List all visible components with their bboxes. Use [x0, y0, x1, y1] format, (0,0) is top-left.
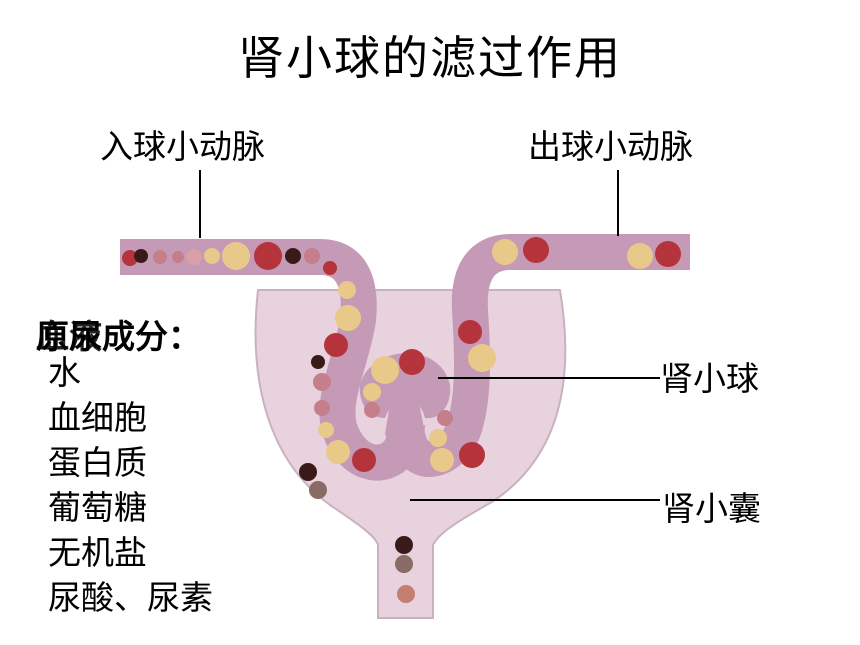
blood-cell: [335, 305, 361, 331]
blood-cell: [352, 448, 376, 472]
blood-cell: [318, 422, 334, 438]
blood-cell: [326, 440, 350, 464]
blood-cell: [338, 281, 356, 299]
filtrate-particle: [395, 536, 413, 554]
blood-cell: [122, 250, 138, 266]
blood-cell: [134, 249, 148, 263]
component-item: 蛋白质: [48, 443, 147, 482]
blood-cell: [186, 249, 202, 265]
page-title: 肾小球的滤过作用: [238, 31, 622, 85]
blood-cell: [458, 320, 482, 344]
blood-cell: [459, 442, 485, 468]
filtrate-particle: [397, 585, 415, 603]
filtrate-particles: [299, 463, 415, 603]
blood-cell: [204, 248, 220, 264]
afferent-blood-cells: [122, 242, 376, 472]
component-item: 无机盐: [48, 533, 147, 572]
blood-cell: [399, 349, 425, 375]
blood-cell: [364, 402, 380, 418]
efferent-arteriole-label: 出球小动脉: [528, 127, 693, 166]
blood-cell: [523, 237, 549, 263]
blood-cell: [371, 356, 399, 384]
blood-cell: [254, 242, 282, 270]
blood-cell: [222, 242, 250, 270]
blood-cell: [492, 239, 518, 265]
blood-cell: [655, 241, 681, 267]
blood-cell: [627, 243, 653, 269]
efferent-blood-cells: [429, 237, 681, 472]
blood-cell: [468, 344, 496, 372]
blood-cell: [304, 248, 320, 264]
blood-cell: [311, 355, 325, 369]
blood-cell: [153, 250, 167, 264]
glomerulus-blood-cells: [363, 349, 425, 418]
afferent-arteriole-label: 入球小动脉: [100, 127, 265, 166]
components-title-overlap: 血液: [36, 317, 102, 356]
filtrate-particle: [309, 481, 327, 499]
glomerulus-label: 肾小球: [660, 359, 759, 398]
component-item: 葡萄糖: [48, 488, 147, 527]
blood-cell: [429, 429, 447, 447]
blood-cell: [285, 248, 301, 264]
component-item: 血细胞: [48, 398, 147, 437]
blood-cell: [363, 383, 381, 401]
blood-cell: [172, 251, 184, 263]
blood-cell: [314, 400, 330, 416]
renal-capsule-label: 肾小囊: [662, 489, 761, 528]
component-item: 水: [48, 353, 81, 392]
components-title: 原尿成分： 血液: [36, 310, 201, 358]
filtrate-particle: [395, 555, 413, 573]
blood-cell: [430, 448, 454, 472]
components-list: 水 血细胞 蛋白质 葡萄糖 无机盐 尿酸、尿素: [48, 350, 213, 620]
components-title-primary: 原尿成分：: [36, 317, 201, 356]
blood-cell: [437, 410, 453, 426]
blood-cell: [323, 261, 337, 275]
efferent-arteriole-vessel: [388, 234, 690, 477]
component-item: 尿酸、尿素: [48, 578, 213, 617]
blood-cell: [313, 373, 331, 391]
blood-cell: [324, 333, 348, 357]
filtrate-particle: [299, 463, 317, 481]
